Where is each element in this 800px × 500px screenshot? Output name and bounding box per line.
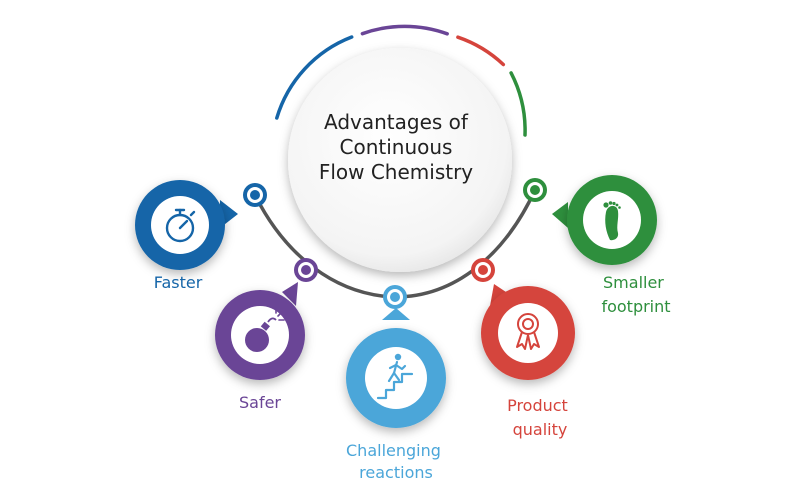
- top-arc-red: [456, 35, 506, 67]
- faster-icon-disc: [151, 196, 209, 254]
- item-safer: Safer: [215, 258, 318, 412]
- item-product: Product quality: [471, 258, 575, 439]
- safer-label: Safer: [239, 393, 281, 412]
- center-circle: Advantages of Continuous Flow Chemistry: [288, 48, 512, 272]
- top-arc-green: [509, 71, 527, 137]
- title-line-1: Advantages of: [324, 110, 469, 134]
- challenging-label: Challenging reactions: [346, 441, 446, 482]
- title-line-3: Flow Chemistry: [319, 160, 473, 184]
- top-arc-purple: [360, 24, 449, 36]
- bomb-icon: [245, 308, 285, 352]
- top-arc-segments: [275, 24, 527, 137]
- award-ribbon-icon: [516, 313, 540, 350]
- safer-bubble-pointer: [282, 282, 298, 306]
- title-line-2: Continuous: [340, 135, 453, 159]
- challenging-bubble-pointer: [382, 308, 410, 320]
- item-footprint: Smaller footprint: [523, 175, 671, 316]
- climbing-stairs-icon: [376, 353, 414, 400]
- item-challenging: Challenging reactions: [346, 285, 446, 482]
- stopwatch-icon: [165, 208, 196, 243]
- product-label: Product quality: [507, 396, 573, 439]
- top-arc-blue: [275, 35, 354, 120]
- challenging-icon-disc: [365, 347, 427, 409]
- item-faster: Faster: [135, 180, 267, 292]
- footprint-icon: [603, 201, 621, 241]
- faster-label: Faster: [154, 273, 203, 292]
- footprint-label: Smaller footprint: [601, 273, 670, 316]
- footprint-bubble-pointer: [552, 202, 568, 228]
